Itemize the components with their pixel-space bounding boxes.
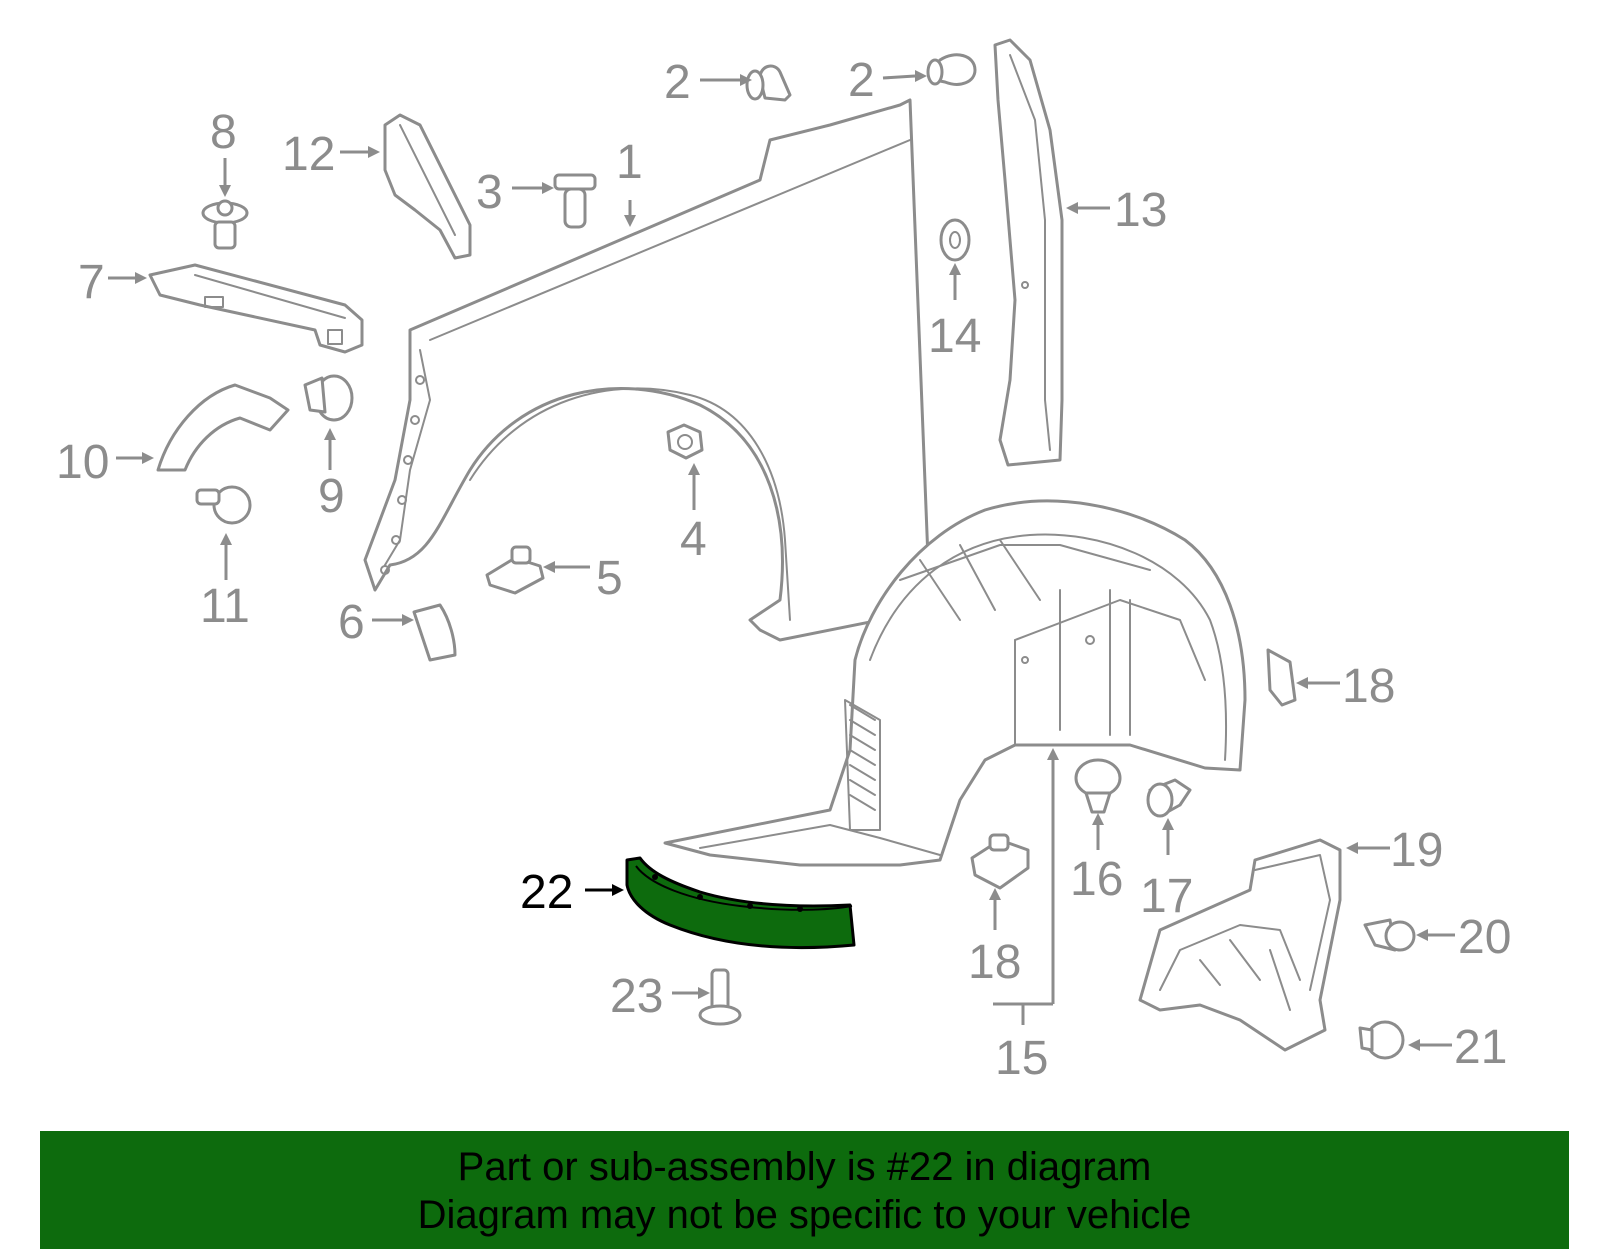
part-21-pin <box>1358 1020 1405 1060</box>
callout-4: 4 <box>680 513 707 566</box>
part-5-clip-nut <box>485 545 545 595</box>
callout-labels: 2 2 1 3 4 5 6 7 8 9 10 11 12 13 14 15 16… <box>56 54 1511 1085</box>
part-3-bolt <box>553 173 597 229</box>
part-11-bolt <box>195 485 252 525</box>
callout-16: 16 <box>1070 853 1123 906</box>
callout-19: 19 <box>1390 824 1443 877</box>
callout-5: 5 <box>596 552 623 605</box>
part-1-fender <box>363 98 932 642</box>
part-22-deflector <box>625 856 856 950</box>
part-19-splash-shield <box>1138 838 1342 1052</box>
part-20-pin <box>1363 918 1416 952</box>
callout-21: 21 <box>1454 1021 1507 1074</box>
part-23-bolt <box>698 968 742 1026</box>
banner-line-2: Diagram may not be specific to your vehi… <box>417 1193 1192 1237</box>
callout-2-b: 2 <box>848 54 875 107</box>
callout-20: 20 <box>1458 911 1511 964</box>
part-14-grommet <box>939 218 971 262</box>
callout-23: 23 <box>610 970 663 1023</box>
callout-18-a: 18 <box>1342 660 1395 713</box>
info-banner: Part or sub-assembly is #22 in diagram D… <box>40 1131 1569 1249</box>
part-17-clip <box>1146 778 1192 818</box>
callout-11: 11 <box>200 580 250 633</box>
callout-2-a: 2 <box>664 56 691 109</box>
part-18-clip-nut-b <box>970 833 1030 890</box>
part-2-clip-a <box>745 64 792 102</box>
callout-9: 9 <box>318 470 345 523</box>
part-8-bolt <box>201 199 249 250</box>
part-16-clip <box>1074 758 1122 814</box>
callout-17: 17 <box>1140 870 1193 923</box>
callout-15: 15 <box>995 1032 1048 1085</box>
leader-lines <box>108 70 1455 1051</box>
callout-18-b: 18 <box>968 936 1021 989</box>
callout-14: 14 <box>928 310 981 363</box>
part-12-bracket <box>383 113 472 260</box>
part-2-clip-b <box>926 53 977 86</box>
part-18-clip-nut-a <box>1266 648 1297 707</box>
part-15-liner <box>663 499 1247 867</box>
parts-diagram: 2 2 1 3 4 5 6 7 8 9 10 11 12 13 14 15 16… <box>56 38 1511 1085</box>
callout-1: 1 <box>616 136 643 189</box>
part-6-cap <box>412 603 457 662</box>
part-10-bracket <box>156 383 290 472</box>
part-7-bracket <box>148 263 364 354</box>
banner-line-1: Part or sub-assembly is #22 in diagram <box>457 1145 1152 1189</box>
callout-3: 3 <box>476 166 503 219</box>
callout-10: 10 <box>56 436 109 489</box>
callout-13: 13 <box>1114 184 1167 237</box>
callout-7: 7 <box>78 256 105 309</box>
callout-12: 12 <box>282 128 335 181</box>
callout-6: 6 <box>338 596 365 649</box>
part-13-pillar <box>993 38 1064 467</box>
part-4-nut <box>666 423 704 460</box>
part-9-nut <box>303 374 354 422</box>
callout-8: 8 <box>210 106 237 159</box>
callout-22: 22 <box>520 866 573 919</box>
